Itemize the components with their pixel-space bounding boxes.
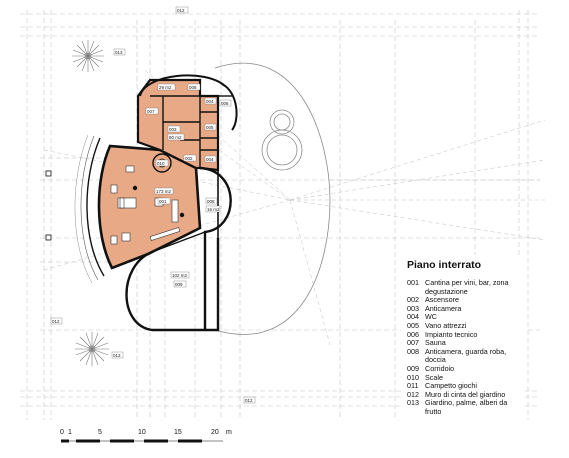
partitions <box>150 95 232 168</box>
tag-code-tools: 005 <box>206 125 214 130</box>
legend-item: 003 Anticamera <box>407 303 525 314</box>
tag-area-main: 173 m2 <box>156 189 172 194</box>
tag-code-sauna: 007 <box>147 109 155 114</box>
scale-label-1: 1 <box>68 429 72 436</box>
corridor-right <box>199 166 232 330</box>
tag-code-corridor: 009 <box>175 282 183 287</box>
tag-code-top: 008 <box>189 85 197 90</box>
legend-item: 006 Impianto tecnico <box>407 329 525 340</box>
legend-title: Piano interrato <box>407 259 482 271</box>
legend-panel: Piano interrato 001 Cantina per vini, bar… <box>401 255 525 448</box>
scale-label-0: 0 <box>60 429 64 436</box>
tag-code-right: 008 <box>207 199 215 204</box>
legend-item: 013 Giardino, palme, alberi da frutto <box>407 398 525 416</box>
window-marker-1 <box>45 170 52 177</box>
column-2 <box>179 212 185 218</box>
tag-area-ante: 80 m2 <box>169 135 182 140</box>
tag-area-right: 16 m2 <box>207 207 220 212</box>
legend-code: 003 <box>407 303 419 313</box>
plan-tags: 012 013 012 013 012 173 m2 001 102 m2 00… <box>50 6 256 404</box>
legend-label: Muro di cinta del giardino <box>425 389 506 399</box>
scale-unit: m <box>226 429 232 436</box>
legend-code: 005 <box>407 320 419 330</box>
legend-code: 001 <box>407 278 419 287</box>
tag-code-lift: 002 <box>185 156 193 161</box>
legend-label: Corridoio <box>425 363 455 373</box>
tag-area-corridor: 102 m2 <box>172 273 188 278</box>
right-arc-wall <box>221 83 238 131</box>
tag-012-left: 012 <box>52 319 60 324</box>
legend-code: 010 <box>407 372 419 382</box>
tag-013-top: 013 <box>115 50 123 55</box>
legend-code: 007 <box>407 338 419 348</box>
legend-item: 001 Cantina per vini, bar, zona degustazi… <box>407 278 525 296</box>
legend-item: 009 Corridoio <box>407 363 525 374</box>
scale-label-5: 5 <box>98 429 102 436</box>
legend-label: Sauna <box>425 338 446 348</box>
legend-item: 002 Ascensore <box>407 296 525 305</box>
legend-code: 009 <box>407 363 419 373</box>
scale-bar: 0 1 5 10 15 20 m <box>60 429 232 443</box>
tag-code-wc: 004 <box>206 99 214 104</box>
palm-top <box>72 40 104 72</box>
curved-outer-wall <box>86 137 105 277</box>
legend-label: WC <box>425 312 437 322</box>
legend-label: Impianto tecnico <box>425 329 478 339</box>
lower-room-divider <box>151 231 206 253</box>
tag-code-ante: 003 <box>169 127 177 132</box>
legend-code: 013 <box>407 398 419 408</box>
window-marker-2 <box>45 234 52 241</box>
tag-area-top: 29 m2 <box>159 85 172 90</box>
legend-item: 004 WC <box>407 313 525 322</box>
legend-item: 010 Scale <box>407 372 525 383</box>
scale-label-10: 10 <box>138 429 146 436</box>
legend-code: 002 <box>407 295 419 305</box>
legend-item: 011 Campetto giochi <box>407 382 525 391</box>
legend-item: 012 Muro di cinta del giardino <box>407 389 525 400</box>
legend-item: 008 Anticamera, guarda roba, doccia <box>407 346 525 365</box>
legend-item: 007 Sauna <box>407 339 525 348</box>
legend-code: 012 <box>407 389 419 399</box>
legend-code: 006 <box>407 329 419 339</box>
legend-code: 004 <box>407 312 419 322</box>
legend-label: Giardino, palme, alberi da frutto <box>425 398 508 416</box>
tag-code-stair: 010 <box>157 161 165 166</box>
legend-label: Ascensore <box>425 295 459 305</box>
scale-label-15: 15 <box>174 429 182 436</box>
tag-012-top: 012 <box>177 8 185 13</box>
curved-outer-wall-3 <box>74 134 93 284</box>
tag-013-bottom: 013 <box>113 353 121 358</box>
scale-label-20: 20 <box>211 429 219 436</box>
legend-code: 011 <box>407 381 419 391</box>
legend-code: 008 <box>407 346 419 356</box>
legend-label: Vano attrezzi <box>425 320 467 330</box>
tag-code-main: 001 <box>159 199 167 204</box>
legend-label: Scale <box>425 372 443 382</box>
legend-label: Anticamera <box>425 303 462 313</box>
tag-code-tech: 006 <box>221 101 229 106</box>
top-arc-wall <box>139 74 226 97</box>
legend-label: Cantina per vini, bar, zona degustazione <box>425 278 509 296</box>
lower-room-wall <box>125 238 220 332</box>
legend-label: Anticamera, guarda roba, doccia <box>425 346 507 365</box>
palm-bottom <box>75 332 109 366</box>
legend-item: 005 Vano attrezzi <box>407 320 525 331</box>
playground <box>214 62 331 335</box>
tag-012-bottom: 012 <box>245 398 253 403</box>
curved-outer-wall-2 <box>80 135 99 281</box>
room-wine-cellar <box>97 144 202 270</box>
column-1 <box>132 185 138 191</box>
legend-label: Campetto giochi <box>425 381 477 391</box>
tag-code-dep: 004 <box>206 157 214 162</box>
